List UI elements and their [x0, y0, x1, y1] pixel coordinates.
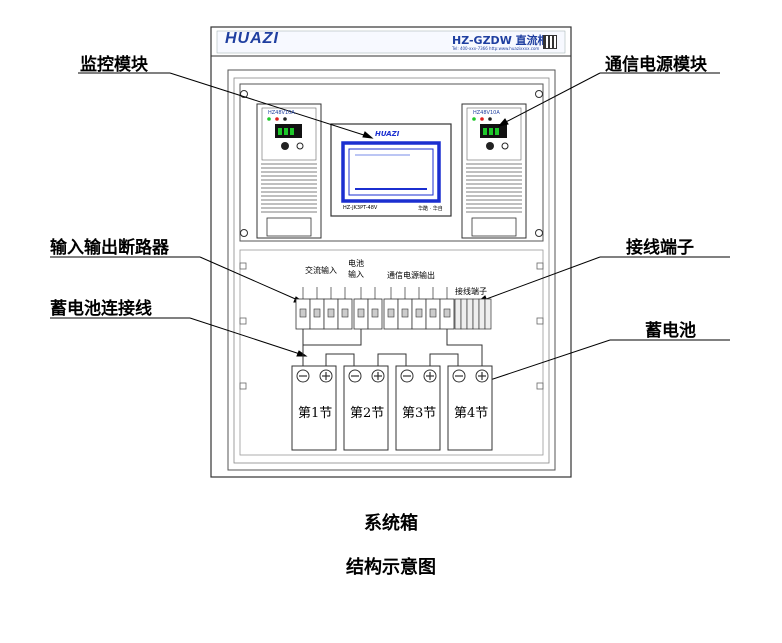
callout-battery-link: 蓄电池连接线 — [50, 299, 152, 319]
monitor-model: HZ-JK3PT-48V — [343, 205, 378, 211]
brand-logo: HUAZI — [225, 30, 279, 47]
battery-4-label: 第4节 — [454, 406, 489, 421]
battery-input-label-1: 电池 — [348, 259, 364, 268]
monitor-maker: 华酷 · 华自 — [418, 206, 443, 212]
cabinet-model: HZ-GZDW 直流柜 — [452, 34, 549, 47]
battery-wires — [302, 329, 483, 366]
terminal-panel-label: 接线端子 — [455, 287, 487, 296]
callout-comm-power-module: 通信电源模块 — [605, 55, 707, 75]
battery-3-label: 第3节 — [402, 406, 437, 421]
qr-code-icon — [543, 35, 557, 49]
power-module-left — [256, 103, 322, 239]
callout-breaker: 输入输出断路器 — [50, 238, 169, 258]
terminal-block — [454, 298, 492, 330]
cabinet-contact: Tel: 400-xxx-7366 http:www.huazixxxx.com — [452, 46, 540, 51]
breaker-bank — [295, 298, 455, 330]
caption-structure-diagram: 结构示意图 — [346, 557, 436, 578]
battery-2-label: 第2节 — [350, 406, 385, 421]
battery-1-label: 第1节 — [298, 406, 333, 421]
caption-system-box: 系统箱 — [364, 513, 418, 534]
monitor-module — [330, 123, 452, 217]
battery-input-label-2: 输入 — [348, 270, 364, 279]
module-left-model: HZ48V10A — [268, 110, 295, 116]
module-right-model: HZ48V10A — [473, 110, 500, 116]
callout-battery: 蓄电池 — [645, 321, 696, 341]
comm-output-label: 通信电源输出 — [387, 271, 435, 280]
callout-terminal: 接线端子 — [626, 238, 694, 258]
ac-input-label: 交流输入 — [305, 266, 337, 275]
monitor-brand: HUAZI — [375, 130, 400, 138]
callout-monitor-module: 监控模块 — [80, 55, 148, 75]
power-module-right — [461, 103, 527, 239]
